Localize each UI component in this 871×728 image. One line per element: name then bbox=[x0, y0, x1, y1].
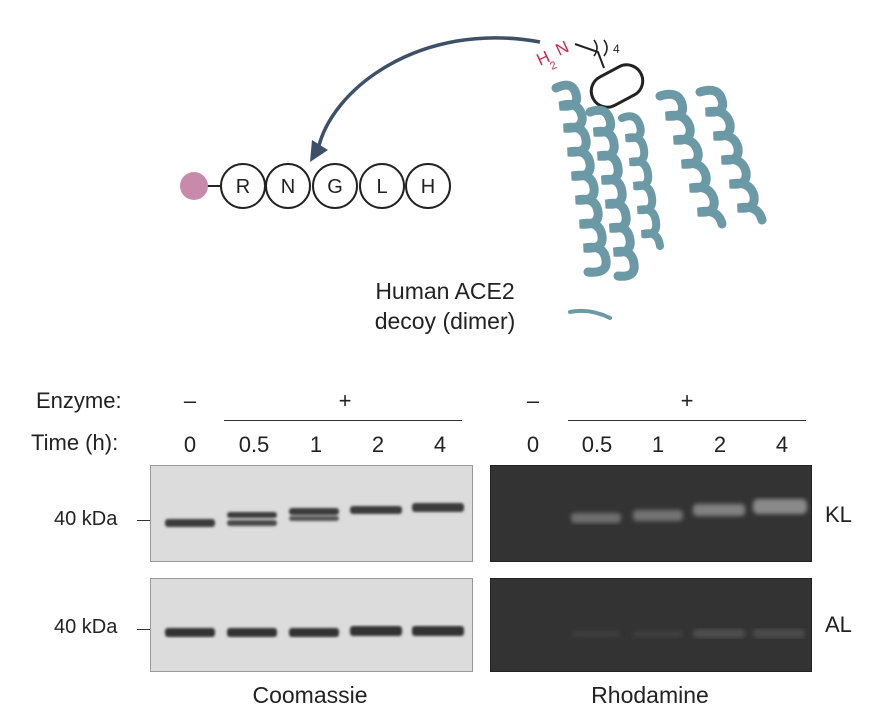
band-kl-coom-1a bbox=[289, 508, 339, 515]
ace2-protein-icon bbox=[551, 80, 767, 320]
residue-5 bbox=[405, 163, 451, 209]
peptide-chain bbox=[220, 163, 451, 209]
residue-2-label: N bbox=[281, 176, 295, 198]
ligation-schematic: R N G L H H 2 N 4 bbox=[180, 36, 767, 320]
band-al-rhod-1 bbox=[633, 631, 683, 637]
band-al-rhod-4 bbox=[753, 629, 805, 638]
residue-2 bbox=[265, 163, 311, 209]
band-kl-coom-05a bbox=[227, 512, 277, 518]
svg-text:N: N bbox=[553, 37, 572, 59]
stain-label-rhodamine: Rhodamine bbox=[591, 682, 709, 708]
residue-5-label: H bbox=[421, 176, 435, 198]
band-kl-coom-05b bbox=[227, 520, 277, 526]
time-1-left: 0.5 bbox=[238, 432, 270, 457]
time-1-right: 0.5 bbox=[581, 432, 613, 457]
mw-tick-bottom bbox=[137, 629, 150, 630]
residue-4-label: L bbox=[376, 176, 387, 198]
time-2-left: 1 bbox=[309, 432, 323, 457]
residue-3-label: G bbox=[327, 176, 343, 198]
enzyme-bracket-left bbox=[224, 420, 462, 421]
band-al-coom-1 bbox=[289, 628, 339, 637]
residue-1-label: R bbox=[236, 176, 250, 198]
residue-4 bbox=[359, 163, 405, 209]
transfer-arrow bbox=[316, 36, 541, 151]
band-kl-rhod-1 bbox=[633, 510, 683, 521]
mw-tick-top bbox=[137, 520, 150, 521]
band-kl-coom-2 bbox=[350, 506, 402, 514]
residue-3 bbox=[312, 163, 358, 209]
band-kl-coom-4 bbox=[412, 503, 464, 512]
mw-marker-bottom: 40 kDa bbox=[54, 616, 118, 638]
band-kl-rhod-2 bbox=[693, 504, 745, 516]
enzyme-bracket-right bbox=[568, 420, 806, 421]
row-label-al: AL bbox=[825, 612, 852, 637]
row-label-kl: KL bbox=[825, 502, 852, 527]
protein-caption: Human ACE2 decoy (dimer) bbox=[340, 276, 550, 336]
time-0-right: 0 bbox=[526, 432, 540, 457]
enzyme-row-label: Enzyme: bbox=[36, 388, 122, 413]
band-al-rhod-2 bbox=[693, 629, 745, 638]
band-al-rhod-05 bbox=[571, 631, 621, 637]
time-4-left: 4 bbox=[433, 432, 447, 457]
band-al-coom-2 bbox=[350, 626, 402, 636]
band-al-coom-0 bbox=[165, 628, 215, 637]
enzyme-minus-right: – bbox=[526, 388, 540, 413]
enzyme-plus-left: + bbox=[338, 388, 352, 413]
time-row-label: Time (h): bbox=[31, 430, 119, 455]
time-3-right: 2 bbox=[713, 432, 727, 457]
arrow-head-icon bbox=[310, 140, 328, 162]
band-kl-rhod-05 bbox=[571, 513, 621, 523]
coomassie-gel-al bbox=[150, 578, 473, 672]
coomassie-gel-kl bbox=[150, 465, 473, 562]
repeat-subscript: 4 bbox=[613, 42, 620, 56]
enzyme-plus-right: + bbox=[680, 388, 694, 413]
mw-marker-top: 40 kDa bbox=[54, 508, 118, 530]
svg-text:2: 2 bbox=[548, 59, 559, 72]
rhodamine-gel-kl bbox=[490, 465, 812, 562]
side-chain-capsule bbox=[589, 63, 645, 109]
enzyme-minus-left: – bbox=[183, 388, 197, 413]
protein-caption-line1: Human ACE2 bbox=[375, 278, 515, 304]
band-kl-rhod-4 bbox=[753, 499, 807, 514]
time-0-left: 0 bbox=[183, 432, 197, 457]
time-4-right: 4 bbox=[775, 432, 789, 457]
protein-caption-line2: decoy (dimer) bbox=[374, 308, 516, 334]
band-kl-coom-1b bbox=[289, 516, 339, 521]
band-al-coom-4 bbox=[412, 626, 464, 636]
linker-bond bbox=[574, 43, 605, 69]
stain-label-coomassie: Coomassie bbox=[252, 682, 368, 708]
band-kl-coom-0 bbox=[165, 519, 215, 527]
time-3-left: 2 bbox=[371, 432, 385, 457]
resin-bead-icon bbox=[180, 172, 208, 200]
rhodamine-gel-al bbox=[490, 578, 812, 672]
band-al-coom-05 bbox=[227, 628, 277, 637]
time-2-right: 1 bbox=[651, 432, 665, 457]
